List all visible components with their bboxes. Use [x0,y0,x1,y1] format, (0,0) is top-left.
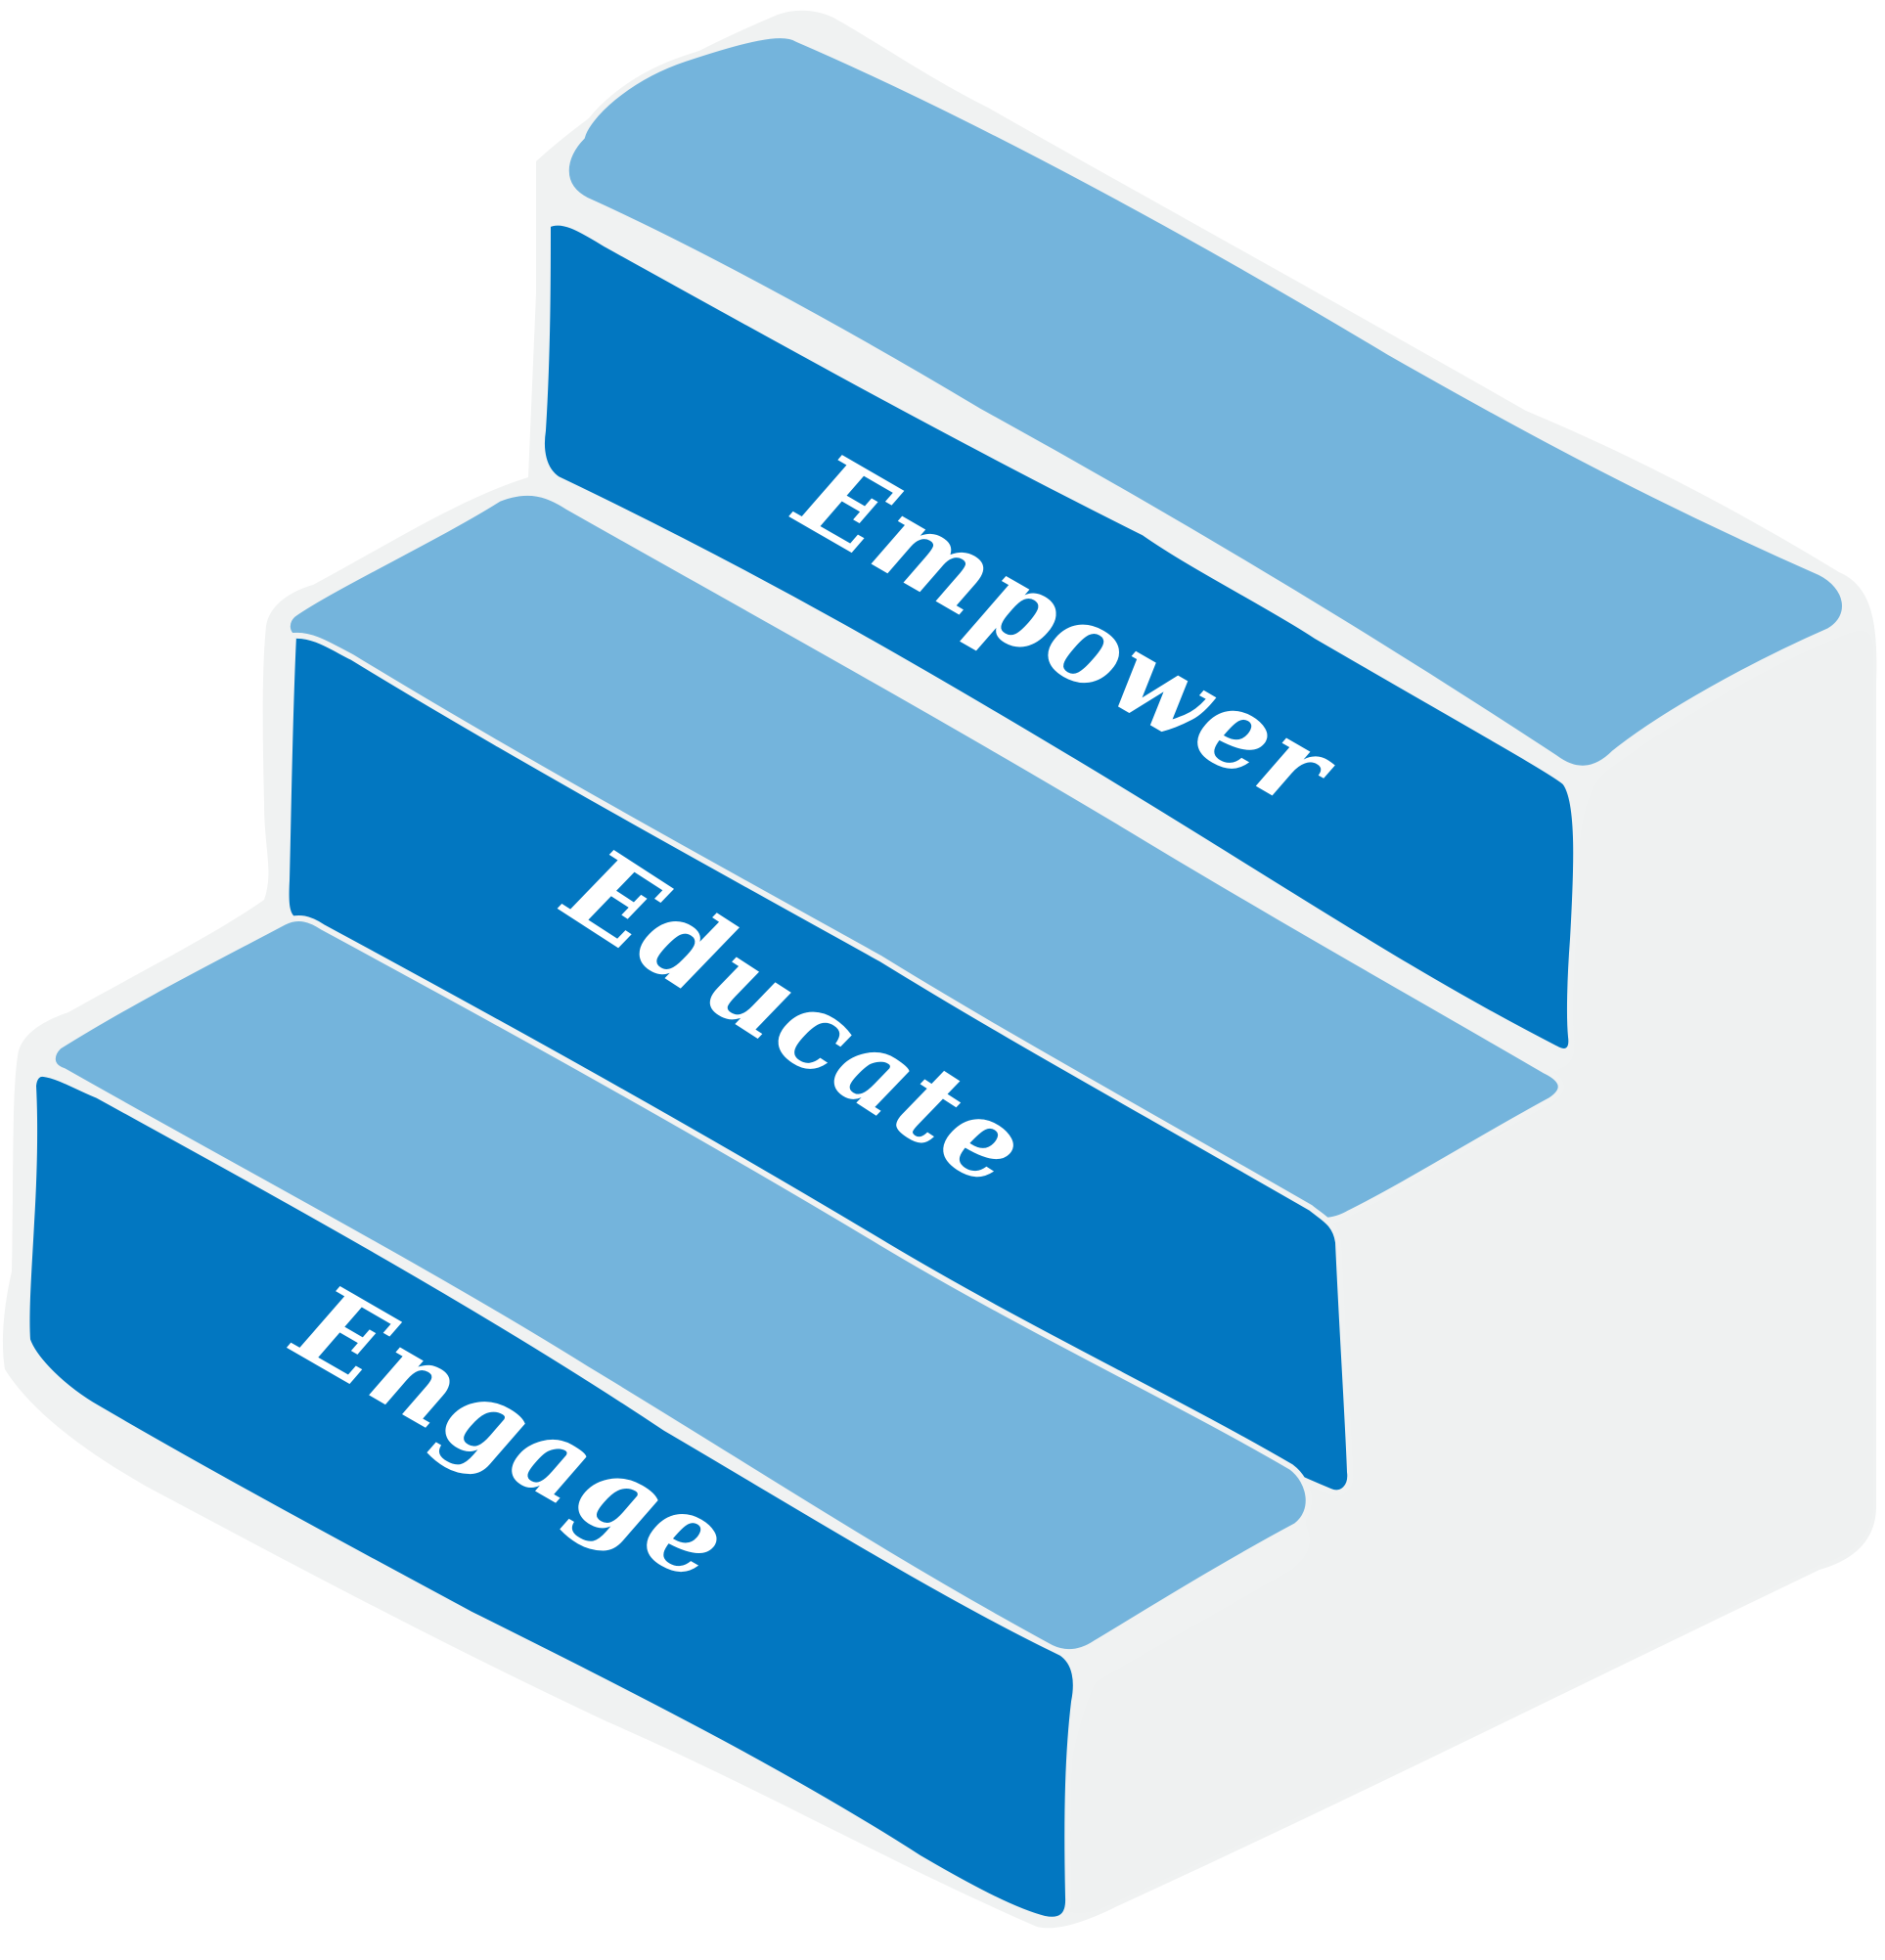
stair-block-right-side [1060,630,1873,1914]
tread-engage [49,914,1312,1656]
riser-empower [538,219,1580,1054]
tread-empower [562,32,1848,772]
step-educate: Educate [283,489,1564,1496]
step-engage: Engage [23,914,1312,1923]
riser-engage [23,1070,1079,1923]
